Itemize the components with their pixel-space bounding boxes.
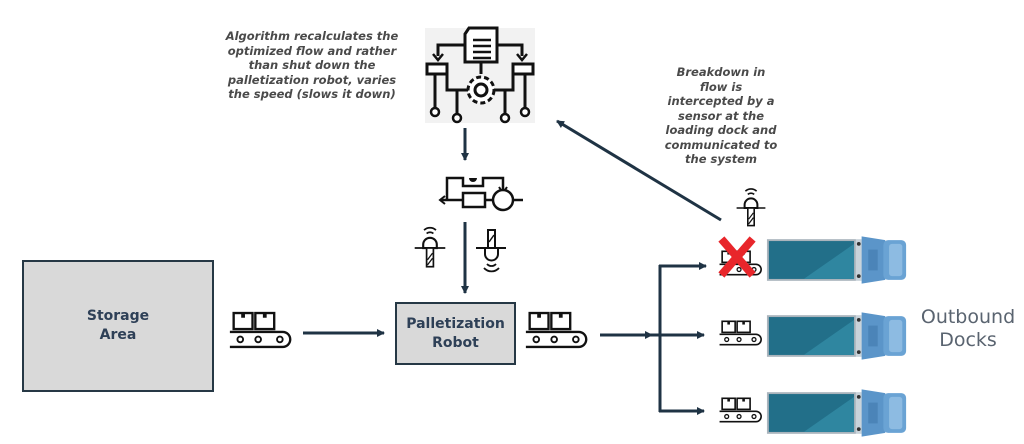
wireless-sensor-icon xyxy=(735,187,767,227)
arrow-sensor-to-algorithm xyxy=(556,119,722,222)
conveyor-belt-icon xyxy=(524,311,588,349)
outbound-docks-label: Outbound Docks xyxy=(920,306,1016,351)
truck-icon xyxy=(766,236,907,284)
wireless-sensor-icon xyxy=(413,226,447,268)
conveyor-belt-icon xyxy=(228,311,292,349)
red-x-icon xyxy=(718,236,756,278)
sensor-note: Breakdown in flow is intercepted by a se… xyxy=(664,65,778,166)
conveyor-belt-icon xyxy=(718,320,763,346)
storage-area-box: Storage Area xyxy=(22,260,214,392)
truck-icon xyxy=(766,312,907,360)
storage-area-label: Storage Area xyxy=(86,308,150,343)
speed-controller-circuit-icon xyxy=(438,176,523,212)
conveyor-belt-icon xyxy=(718,397,763,423)
palletization-robot-box: Palletization Robot xyxy=(395,302,516,365)
algorithm-note: Algorithm recalculates the optimized flo… xyxy=(225,29,399,101)
palletization-robot-label: Palletization Robot xyxy=(406,315,505,351)
wireless-sensor-icon xyxy=(476,229,506,273)
algorithm-document-gear-icon xyxy=(425,26,535,124)
truck-icon xyxy=(766,389,907,437)
